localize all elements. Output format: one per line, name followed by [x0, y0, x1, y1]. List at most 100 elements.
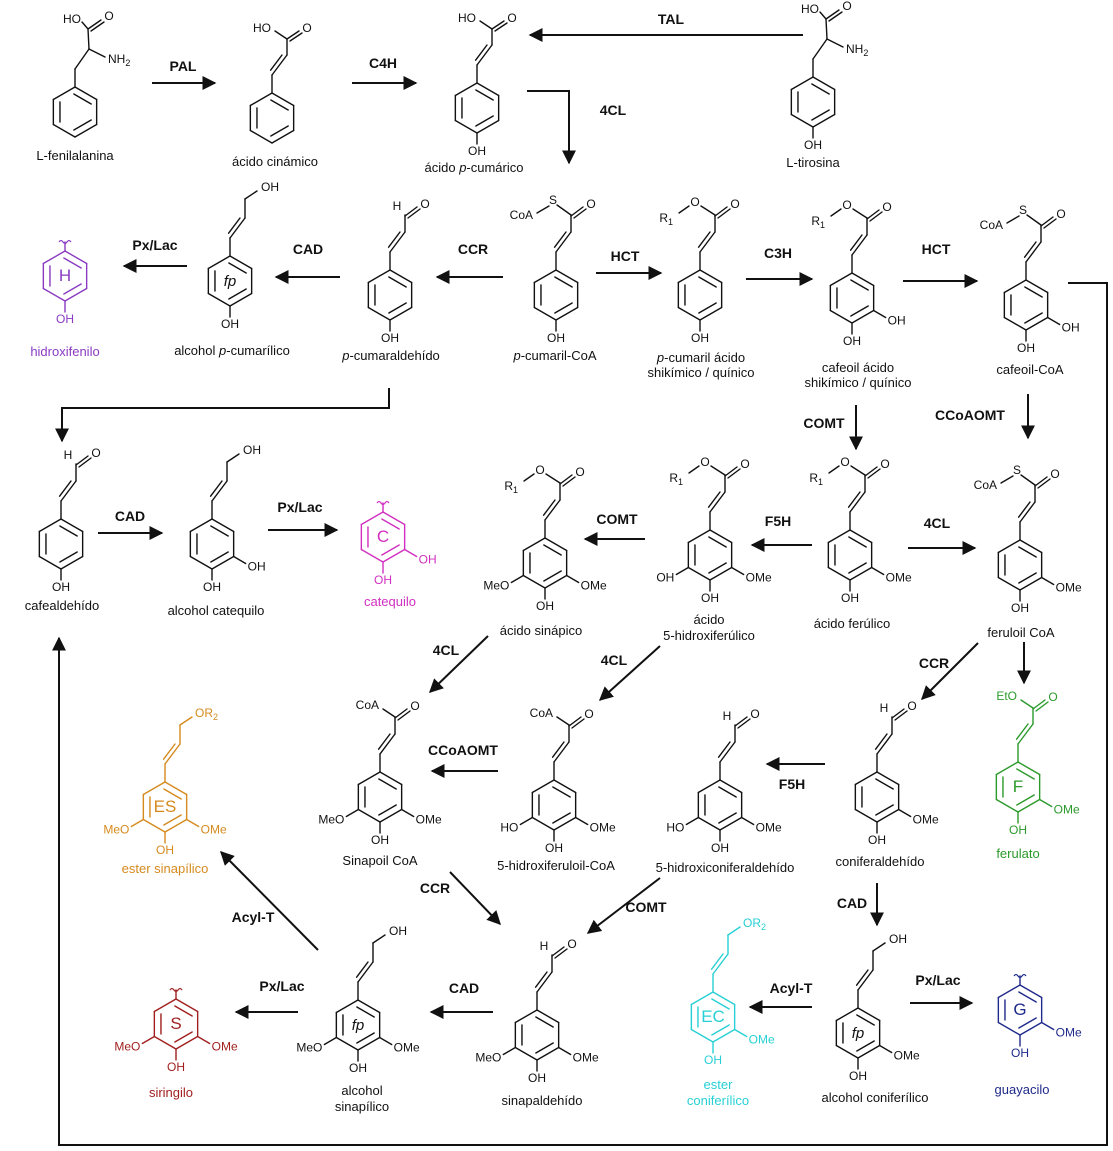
atom-label: R1: [811, 214, 825, 230]
oh-label: OH: [701, 591, 719, 605]
enzyme-tal: TAL: [658, 11, 685, 27]
atom-label: OH: [1062, 321, 1080, 335]
enzyme-px-lac-g: Px/Lac: [915, 972, 960, 988]
oh-label: OH: [371, 833, 389, 847]
atom-label: HO: [500, 821, 518, 835]
atom-label: O: [1056, 207, 1065, 221]
atom-label: OMe: [581, 579, 607, 593]
atom-label: NH2: [846, 42, 868, 58]
atom-label: OH: [389, 924, 407, 938]
arrow-p-cumaraldehido-to-cafealdehido: [55, 388, 390, 443]
atom-label: R1: [809, 471, 823, 487]
oh-label: OH: [843, 334, 861, 348]
atom-label: MeO: [475, 1051, 501, 1065]
arrow-4cl-a: [527, 90, 576, 165]
label-cafeoil-acido-2: shikímico / quínico: [805, 375, 912, 390]
oh-label: OH: [1011, 1046, 1029, 1060]
atom-label: R1: [669, 471, 683, 487]
label-feruloil-coa: feruloil CoA: [987, 625, 1055, 640]
enzyme-cad-b: CAD: [115, 508, 145, 524]
ring-letter: fp: [352, 1017, 365, 1034]
atom-label: HO: [253, 21, 271, 35]
atom-label: OMe: [212, 1040, 238, 1054]
oh-label: OH: [1017, 341, 1035, 355]
label-p-cumaril-coa: p-cumaril-CoA: [512, 348, 596, 363]
atom-label: R1: [659, 211, 673, 227]
enzyme-f5h-a: F5H: [765, 513, 791, 529]
oh-label: OH: [156, 843, 174, 857]
atom-label: MeO: [114, 1040, 140, 1054]
enzyme-pal: PAL: [170, 58, 197, 74]
oh-label: OH: [545, 841, 563, 855]
enzyme-px-lac-s: Px/Lac: [259, 978, 304, 994]
atom-label: O: [584, 707, 593, 721]
label-hidroxifenilo: hidroxifenilo: [30, 344, 99, 359]
ring-letter: ES: [154, 797, 177, 816]
atom-label: MeO: [318, 813, 344, 827]
atom-label: O: [507, 11, 516, 25]
enzyme-cad-a: CAD: [293, 241, 323, 257]
arrow-4cl-d: [598, 645, 661, 701]
arrow-ccr-b: [921, 642, 979, 700]
label-l-tirosina: L-tirosina: [786, 155, 840, 170]
atom-label: O: [91, 446, 100, 460]
atom-label: O: [750, 707, 759, 721]
enzyme-ccoaomt-b: CCoAOMT: [428, 742, 498, 758]
enzyme-4cl-a: 4CL: [600, 102, 627, 118]
ring-letter: S: [170, 1014, 181, 1033]
label-acido-5-hidroxiferulico-2: 5-hidroxiferúlico: [663, 628, 755, 643]
label-ester-coniferilico-2: coniferílico: [687, 1093, 749, 1108]
atom-label: O: [730, 197, 739, 211]
arrow-4cl-c: [428, 635, 489, 693]
enzyme-labels: PAL C4H TAL 4CL Px/Lac CAD CCR HCT C3H H…: [115, 11, 1006, 996]
arrow-ccr-c: [449, 871, 501, 926]
atom-label: HO: [801, 2, 819, 16]
label-coniferaldehido: coniferaldehído: [836, 854, 925, 869]
label-sinapoil-coa: Sinapoil CoA: [342, 853, 417, 868]
enzyme-ccr-b: CCR: [919, 655, 949, 671]
label-alcohol-sinapilico-1: alcohol: [341, 1083, 382, 1098]
label-5-hidroxiferuloil-coa: 5-hidroxiferuloil-CoA: [497, 858, 615, 873]
structure-layer: NH2OHOOHOOHOOHNH2OHOOHHOHfpOHOHOHOHOSCoA…: [38, 0, 1082, 1085]
enzyme-comt-c: COMT: [625, 899, 667, 915]
oh-label: OH: [468, 144, 486, 158]
atom-label: OH: [243, 443, 261, 457]
oh-label: OH: [704, 1053, 722, 1067]
atom-label: O: [1050, 467, 1059, 481]
oh-label: OH: [691, 331, 709, 345]
atom-label: O: [586, 197, 595, 211]
arrow-comt-c: [586, 877, 661, 934]
enzyme-cad-c: CAD: [837, 895, 867, 911]
atom-label: S: [1013, 463, 1021, 477]
oh-label: OH: [547, 331, 565, 345]
enzyme-ccr-c: CCR: [420, 880, 450, 896]
atom-label: MeO: [483, 579, 509, 593]
atom-label: OMe: [746, 571, 772, 585]
enzyme-f5h-b: F5H: [779, 776, 805, 792]
label-acido-cinamico: ácido cinámico: [232, 154, 318, 169]
atom-label: HO: [666, 821, 684, 835]
atom-label: O: [575, 465, 584, 479]
atom-label: CoA: [356, 698, 379, 712]
arrow-acyl-t-a: [220, 851, 319, 951]
oh-label: OH: [849, 1069, 867, 1083]
atom-label: OMe: [913, 813, 939, 827]
atom-label: O: [535, 463, 544, 477]
atom-label: H: [723, 709, 732, 723]
atom-label: OR2: [195, 706, 218, 722]
atom-label: S: [549, 193, 557, 207]
enzyme-ccoaomt-a: CCoAOMT: [935, 407, 1005, 423]
atom-label: OH: [889, 932, 907, 946]
label-acido-ferulico: ácido ferúlico: [814, 616, 891, 631]
